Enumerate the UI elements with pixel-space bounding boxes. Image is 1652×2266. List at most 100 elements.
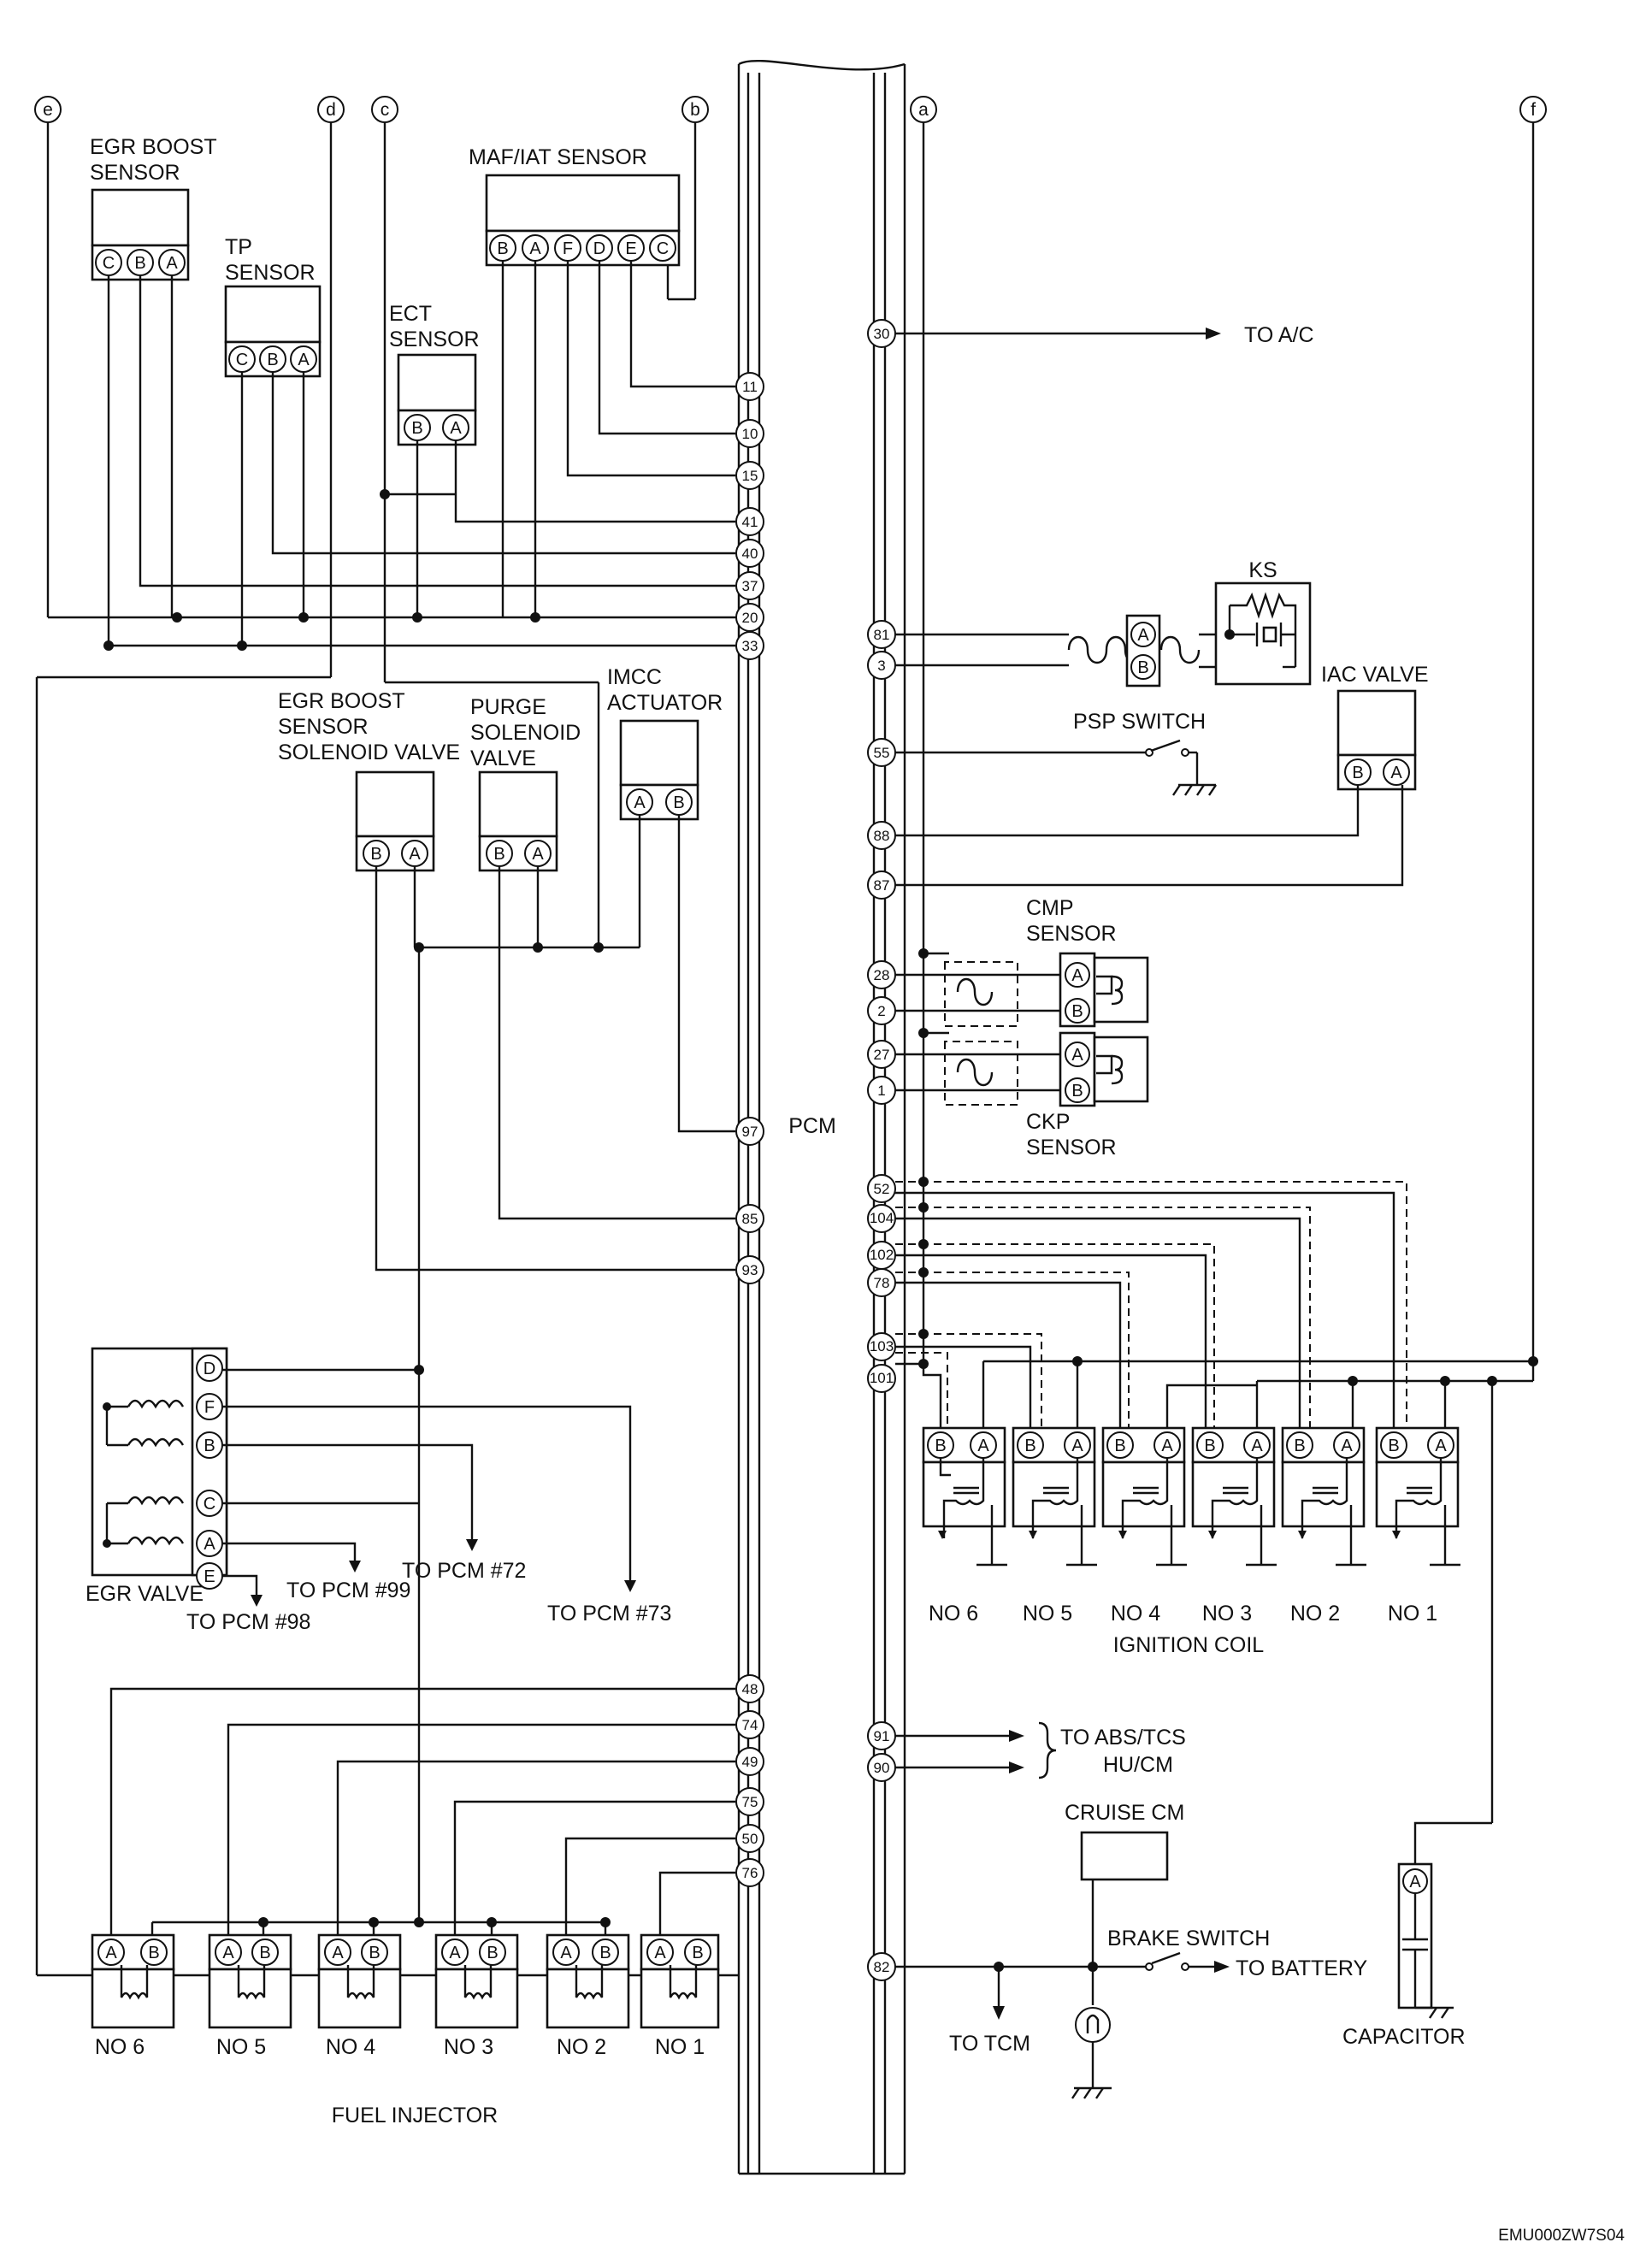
svg-text:81: 81: [874, 627, 890, 643]
svg-text:B: B: [204, 1437, 215, 1455]
svg-text:A: A: [450, 419, 462, 438]
svg-text:A: A: [332, 1944, 344, 1962]
sensor-wires: [103, 261, 735, 651]
tag-d: d: [326, 100, 336, 120]
maf-iat-sensor: MAF/IAT SENSOR B A F D E C: [469, 145, 681, 267]
svg-text:NO 5: NO 5: [216, 2035, 266, 2059]
svg-text:40: 40: [742, 546, 758, 562]
imcc-actuator: IMCC ACTUATOR A B: [607, 665, 723, 821]
svg-text:103: 103: [870, 1338, 894, 1354]
to-pcm-72: TO PCM #72: [402, 1559, 526, 1583]
svg-text:NO 1: NO 1: [655, 2035, 705, 2059]
fuel-injector-no5: A B NO 5: [208, 1933, 292, 2059]
svg-text:D: D: [204, 1360, 215, 1378]
svg-text:90: 90: [874, 1760, 890, 1776]
egr-valve: D F B C A EGR VALVE TO PCM #98 TO PCM #9…: [86, 1347, 671, 1634]
svg-text:B: B: [267, 351, 278, 369]
right-pcm-pins: 30 81 3 55 88 87 28 2 27 1 52 104 102 78…: [867, 319, 896, 1981]
svg-text:B: B: [1294, 1437, 1305, 1455]
svg-text:B: B: [497, 239, 508, 258]
svg-text:A: A: [1251, 1437, 1263, 1455]
svg-text:NO 6: NO 6: [929, 1602, 978, 1626]
svg-text:97: 97: [742, 1124, 758, 1140]
ignition-coil-no2: B A NO 2: [1281, 1426, 1366, 1626]
ignition-coil-no1: B A NO 1: [1375, 1426, 1460, 1626]
svg-text:55: 55: [874, 745, 890, 761]
svg-text:A: A: [1435, 1437, 1447, 1455]
egr-boost-sensor-label-2: SENSOR: [90, 161, 180, 185]
svg-text:CRUISE CM: CRUISE CM: [1065, 1801, 1184, 1825]
svg-text:15: 15: [742, 468, 758, 484]
svg-text:B: B: [935, 1437, 946, 1455]
svg-text:TO A/C: TO A/C: [1244, 323, 1314, 347]
svg-text:HU/CM: HU/CM: [1103, 1753, 1173, 1777]
svg-text:52: 52: [874, 1181, 890, 1197]
svg-text:A: A: [1341, 1437, 1353, 1455]
svg-text:33: 33: [742, 638, 758, 654]
svg-text:PSP SWITCH: PSP SWITCH: [1073, 710, 1206, 734]
ect-sensor: ECT SENSOR B A: [389, 302, 480, 446]
ignition-coil-no3: B A NO 3: [1191, 1385, 1277, 1626]
svg-text:A: A: [1409, 1873, 1421, 1891]
svg-text:B: B: [1071, 1082, 1083, 1101]
svg-text:NO 2: NO 2: [1290, 1602, 1340, 1626]
svg-text:101: 101: [870, 1370, 894, 1386]
tp-sensor-label-2: SENSOR: [225, 261, 316, 285]
svg-text:A: A: [105, 1944, 117, 1962]
svg-text:C: C: [657, 239, 669, 258]
svg-text:C: C: [103, 254, 115, 273]
to-ac: TO A/C: [895, 323, 1314, 347]
svg-text:85: 85: [742, 1211, 758, 1227]
purge-solenoid-valve: PURGE SOLENOID VALVE B A: [470, 695, 581, 872]
egr-boost-sensor: EGR BOOST SENSOR C B A: [90, 135, 217, 281]
svg-text:A: A: [204, 1535, 215, 1554]
svg-text:B: B: [411, 419, 422, 438]
egr-pin-e: E: [196, 1562, 223, 1590]
svg-text:NO 3: NO 3: [444, 2035, 493, 2059]
to-pcm-98: TO PCM #98: [186, 1610, 310, 1634]
svg-text:A: A: [298, 351, 310, 369]
tag-e: e: [43, 100, 53, 120]
to-pcm-99: TO PCM #99: [286, 1579, 410, 1602]
svg-text:2: 2: [877, 1003, 885, 1019]
svg-text:NO 5: NO 5: [1023, 1602, 1072, 1626]
svg-text:27: 27: [874, 1047, 890, 1063]
svg-text:F: F: [563, 239, 573, 258]
solenoid-wires: [375, 815, 735, 1370]
ignition-coil-wires: [895, 1177, 1538, 1823]
svg-text:A: A: [1137, 626, 1149, 645]
cruise-brake: CRUISE CM TO TCM BRAKE SWITCH TO BATTERY: [895, 1801, 1368, 2099]
svg-text:NO 6: NO 6: [95, 2035, 145, 2059]
ignition-coil-no4: B A NO 4: [1101, 1426, 1187, 1626]
svg-text:A: A: [532, 845, 544, 864]
svg-text:A: A: [529, 239, 541, 258]
svg-text:B: B: [369, 1944, 380, 1962]
svg-text:A: A: [977, 1437, 989, 1455]
fuel-injector-no6: A B NO 6: [91, 1933, 175, 2059]
svg-text:B: B: [692, 1944, 703, 1962]
svg-text:A: A: [1071, 1046, 1083, 1065]
tag-f: f: [1531, 100, 1536, 120]
svg-text:B: B: [1204, 1437, 1215, 1455]
bus-tags: e d c b a f: [34, 96, 1547, 123]
svg-text:IAC VALVE: IAC VALVE: [1321, 663, 1429, 687]
svg-text:B: B: [1352, 764, 1363, 782]
svg-text:A: A: [634, 794, 646, 812]
knock-sensor: A B KS: [895, 558, 1312, 687]
pcm-trunk: PCM: [737, 59, 906, 2175]
iac-valve: IAC VALVE B A: [895, 663, 1429, 887]
svg-text:NO 2: NO 2: [557, 2035, 606, 2059]
svg-text:11: 11: [742, 379, 758, 395]
svg-text:93: 93: [742, 1262, 758, 1278]
svg-text:104: 104: [870, 1210, 894, 1226]
svg-text:F: F: [204, 1398, 215, 1417]
ignition-coil-no5: B A NO 5: [1012, 1426, 1097, 1626]
svg-text:C: C: [204, 1495, 215, 1514]
svg-text:A: A: [560, 1944, 572, 1962]
svg-text:A: A: [222, 1944, 234, 1962]
svg-text:A: A: [1071, 1437, 1083, 1455]
svg-text:88: 88: [874, 828, 890, 844]
svg-text:B: B: [1388, 1437, 1399, 1455]
svg-text:CAPACITOR: CAPACITOR: [1342, 2025, 1466, 2049]
